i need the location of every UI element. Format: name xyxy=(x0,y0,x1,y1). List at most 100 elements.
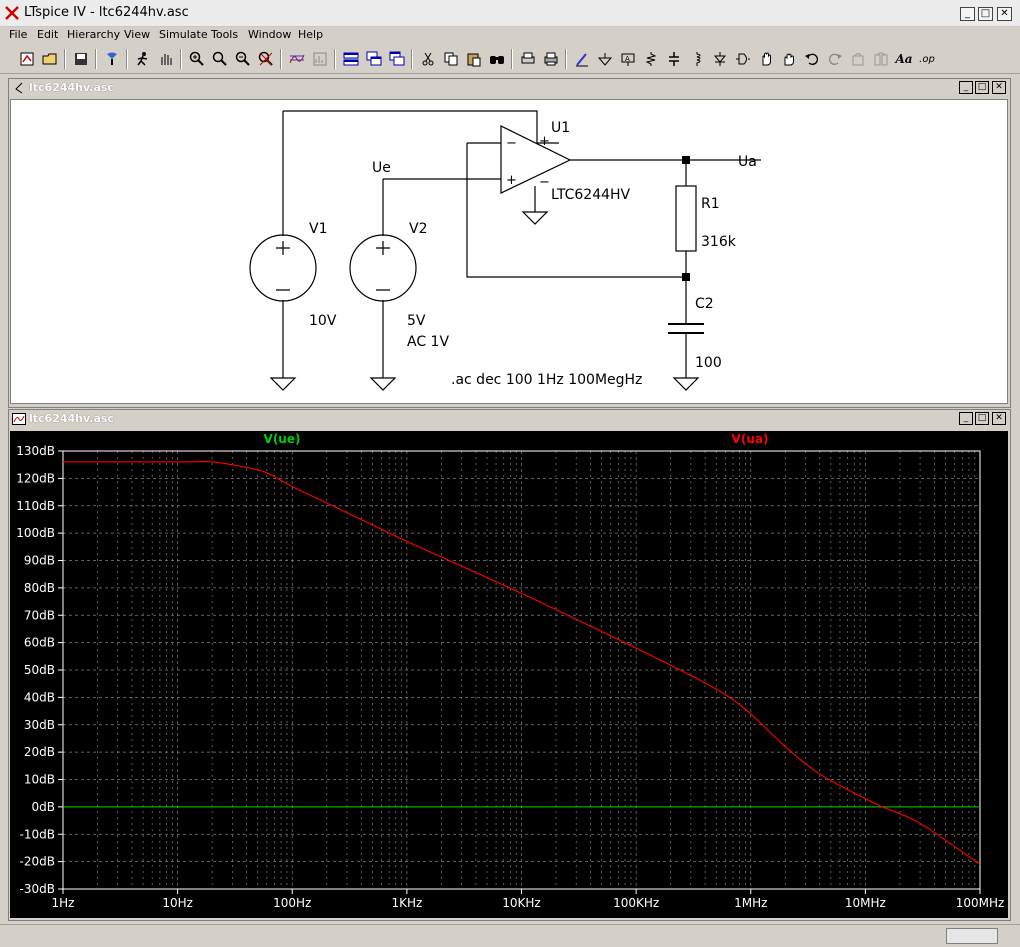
save-icon[interactable] xyxy=(71,49,91,69)
resistor-r1 xyxy=(675,185,697,252)
net-label-ue: Ue xyxy=(372,160,391,176)
text-icon[interactable]: Aa xyxy=(895,52,913,66)
drag-icon[interactable] xyxy=(779,49,799,69)
maximize-button[interactable]: □ xyxy=(978,7,993,21)
run-icon[interactable] xyxy=(133,49,153,69)
close-button[interactable]: ✕ xyxy=(997,7,1012,21)
rotate-icon[interactable] xyxy=(848,49,868,69)
y-tick-label: 20dB xyxy=(24,745,55,759)
zoom-out-icon[interactable] xyxy=(233,49,253,69)
y-tick-label: 70dB xyxy=(24,608,55,622)
menu-edit[interactable]: Edit xyxy=(37,28,59,41)
undo-icon[interactable] xyxy=(802,49,822,69)
trace-label-vua: V(ua) xyxy=(732,432,769,446)
waveform-close-button[interactable]: ✕ xyxy=(992,412,1006,425)
tile-horizontal-icon[interactable] xyxy=(341,49,361,69)
y-tick-label: 40dB xyxy=(24,690,55,704)
diode-icon[interactable] xyxy=(710,49,730,69)
x-tick-label: 100MHz xyxy=(956,896,1005,910)
resistor-icon[interactable] xyxy=(641,49,661,69)
schematic-canvas[interactable]: V1 10V V2 5V AC 1V Ue Ua U1 LTC6244HV R1… xyxy=(10,99,1008,404)
cascade-icon[interactable] xyxy=(364,49,384,69)
junction-output xyxy=(682,156,690,164)
waveform-minimize-button[interactable]: _ xyxy=(959,412,973,425)
schematic-minimize-button[interactable]: _ xyxy=(959,81,973,94)
mirror-icon[interactable] xyxy=(871,49,891,69)
r1-value: 316k xyxy=(701,234,737,250)
open-icon[interactable] xyxy=(40,49,60,69)
opamp-u1 xyxy=(500,125,572,194)
wire-feedback xyxy=(466,143,686,278)
cut-icon[interactable] xyxy=(418,49,438,69)
zoom-back-icon[interactable] xyxy=(210,49,230,69)
y-tick-label: 80dB xyxy=(24,581,55,595)
ground-opamp xyxy=(521,211,549,225)
toolbar: A Aa .op xyxy=(0,45,1020,74)
new-schematic-icon[interactable] xyxy=(17,49,37,69)
menu-window[interactable]: Window xyxy=(248,28,292,41)
trace-vua xyxy=(62,460,981,865)
y-tick-label: 100dB xyxy=(16,526,55,540)
v2-name: V2 xyxy=(409,221,427,237)
move-icon[interactable] xyxy=(756,49,776,69)
menu-help[interactable]: Help xyxy=(298,28,324,41)
print-setup-icon[interactable] xyxy=(518,49,538,69)
ground-v1 xyxy=(269,377,297,391)
x-tick-label: 10Hz xyxy=(162,896,193,910)
status-bar xyxy=(0,924,1020,947)
y-tick-label: -20dB xyxy=(20,855,55,869)
schematic-window-title: ltc6244hv.asc xyxy=(29,81,114,94)
schematic-doc-icon xyxy=(15,82,23,94)
y-tick-label: 60dB xyxy=(24,636,55,650)
autorange-icon[interactable] xyxy=(287,49,307,69)
window-title: LTspice IV - ltc6244hv.asc xyxy=(24,5,189,20)
find-icon[interactable] xyxy=(487,49,507,69)
schematic-maximize-button[interactable]: □ xyxy=(975,81,989,94)
opamp-supply-plus: + xyxy=(539,134,550,149)
v1-value: 10V xyxy=(309,313,337,329)
tile-vertical-icon[interactable] xyxy=(387,49,407,69)
label-icon[interactable]: A xyxy=(618,49,638,69)
menu-hierarchy[interactable]: Hierarchy xyxy=(67,28,121,41)
zoom-in-icon[interactable] xyxy=(187,49,207,69)
window-title-bar: LTspice IV - ltc6244hv.asc _ □ ✕ xyxy=(0,0,1020,27)
wire-v1-top xyxy=(283,110,559,144)
inductor-icon[interactable] xyxy=(687,49,707,69)
v2-value: 5V xyxy=(407,313,426,329)
schematic-close-button[interactable]: ✕ xyxy=(992,81,1006,94)
schematic-window-title-bar: ltc6244hv.asc _ □ ✕ xyxy=(9,79,1010,98)
zoom-fit-icon[interactable] xyxy=(256,49,276,69)
menu-view[interactable]: View xyxy=(124,28,151,41)
x-tick-label: 10KHz xyxy=(502,896,540,910)
trace-label-vue: V(ue) xyxy=(264,432,301,446)
halt-icon[interactable] xyxy=(156,49,176,69)
menu-bar: File Edit Hierarchy View Simulate Tools … xyxy=(0,27,1020,45)
ground-icon[interactable] xyxy=(595,49,615,69)
y-tick-label: 50dB xyxy=(24,663,55,677)
menu-file[interactable]: File xyxy=(9,28,28,41)
minimize-button[interactable]: _ xyxy=(960,7,975,21)
c2-name: C2 xyxy=(695,296,714,312)
svg-text:A: A xyxy=(625,55,630,63)
x-tick-label: 10MHz xyxy=(845,896,886,910)
spice-directive-icon[interactable]: .op xyxy=(919,53,935,65)
menu-tools[interactable]: Tools xyxy=(211,28,239,41)
fft-icon[interactable] xyxy=(310,49,330,69)
capacitor-icon[interactable] xyxy=(664,49,684,69)
x-tick-label: 1Hz xyxy=(52,896,75,910)
copy-icon[interactable] xyxy=(441,49,461,69)
waveform-maximize-button[interactable]: □ xyxy=(975,412,989,425)
print-icon[interactable] xyxy=(541,49,561,69)
wire-icon[interactable] xyxy=(572,49,592,69)
component-icon[interactable] xyxy=(733,49,753,69)
ground-c2 xyxy=(672,377,700,391)
redo-icon[interactable] xyxy=(825,49,845,69)
y-tick-label: 10dB xyxy=(24,773,55,787)
x-tick-label: 1KHz xyxy=(391,896,422,910)
control-panel-icon[interactable] xyxy=(102,49,122,69)
y-tick-label: 110dB xyxy=(16,499,55,513)
paste-icon[interactable] xyxy=(464,49,484,69)
menu-simulate[interactable]: Simulate xyxy=(159,28,208,41)
waveform-doc-icon xyxy=(12,413,26,425)
